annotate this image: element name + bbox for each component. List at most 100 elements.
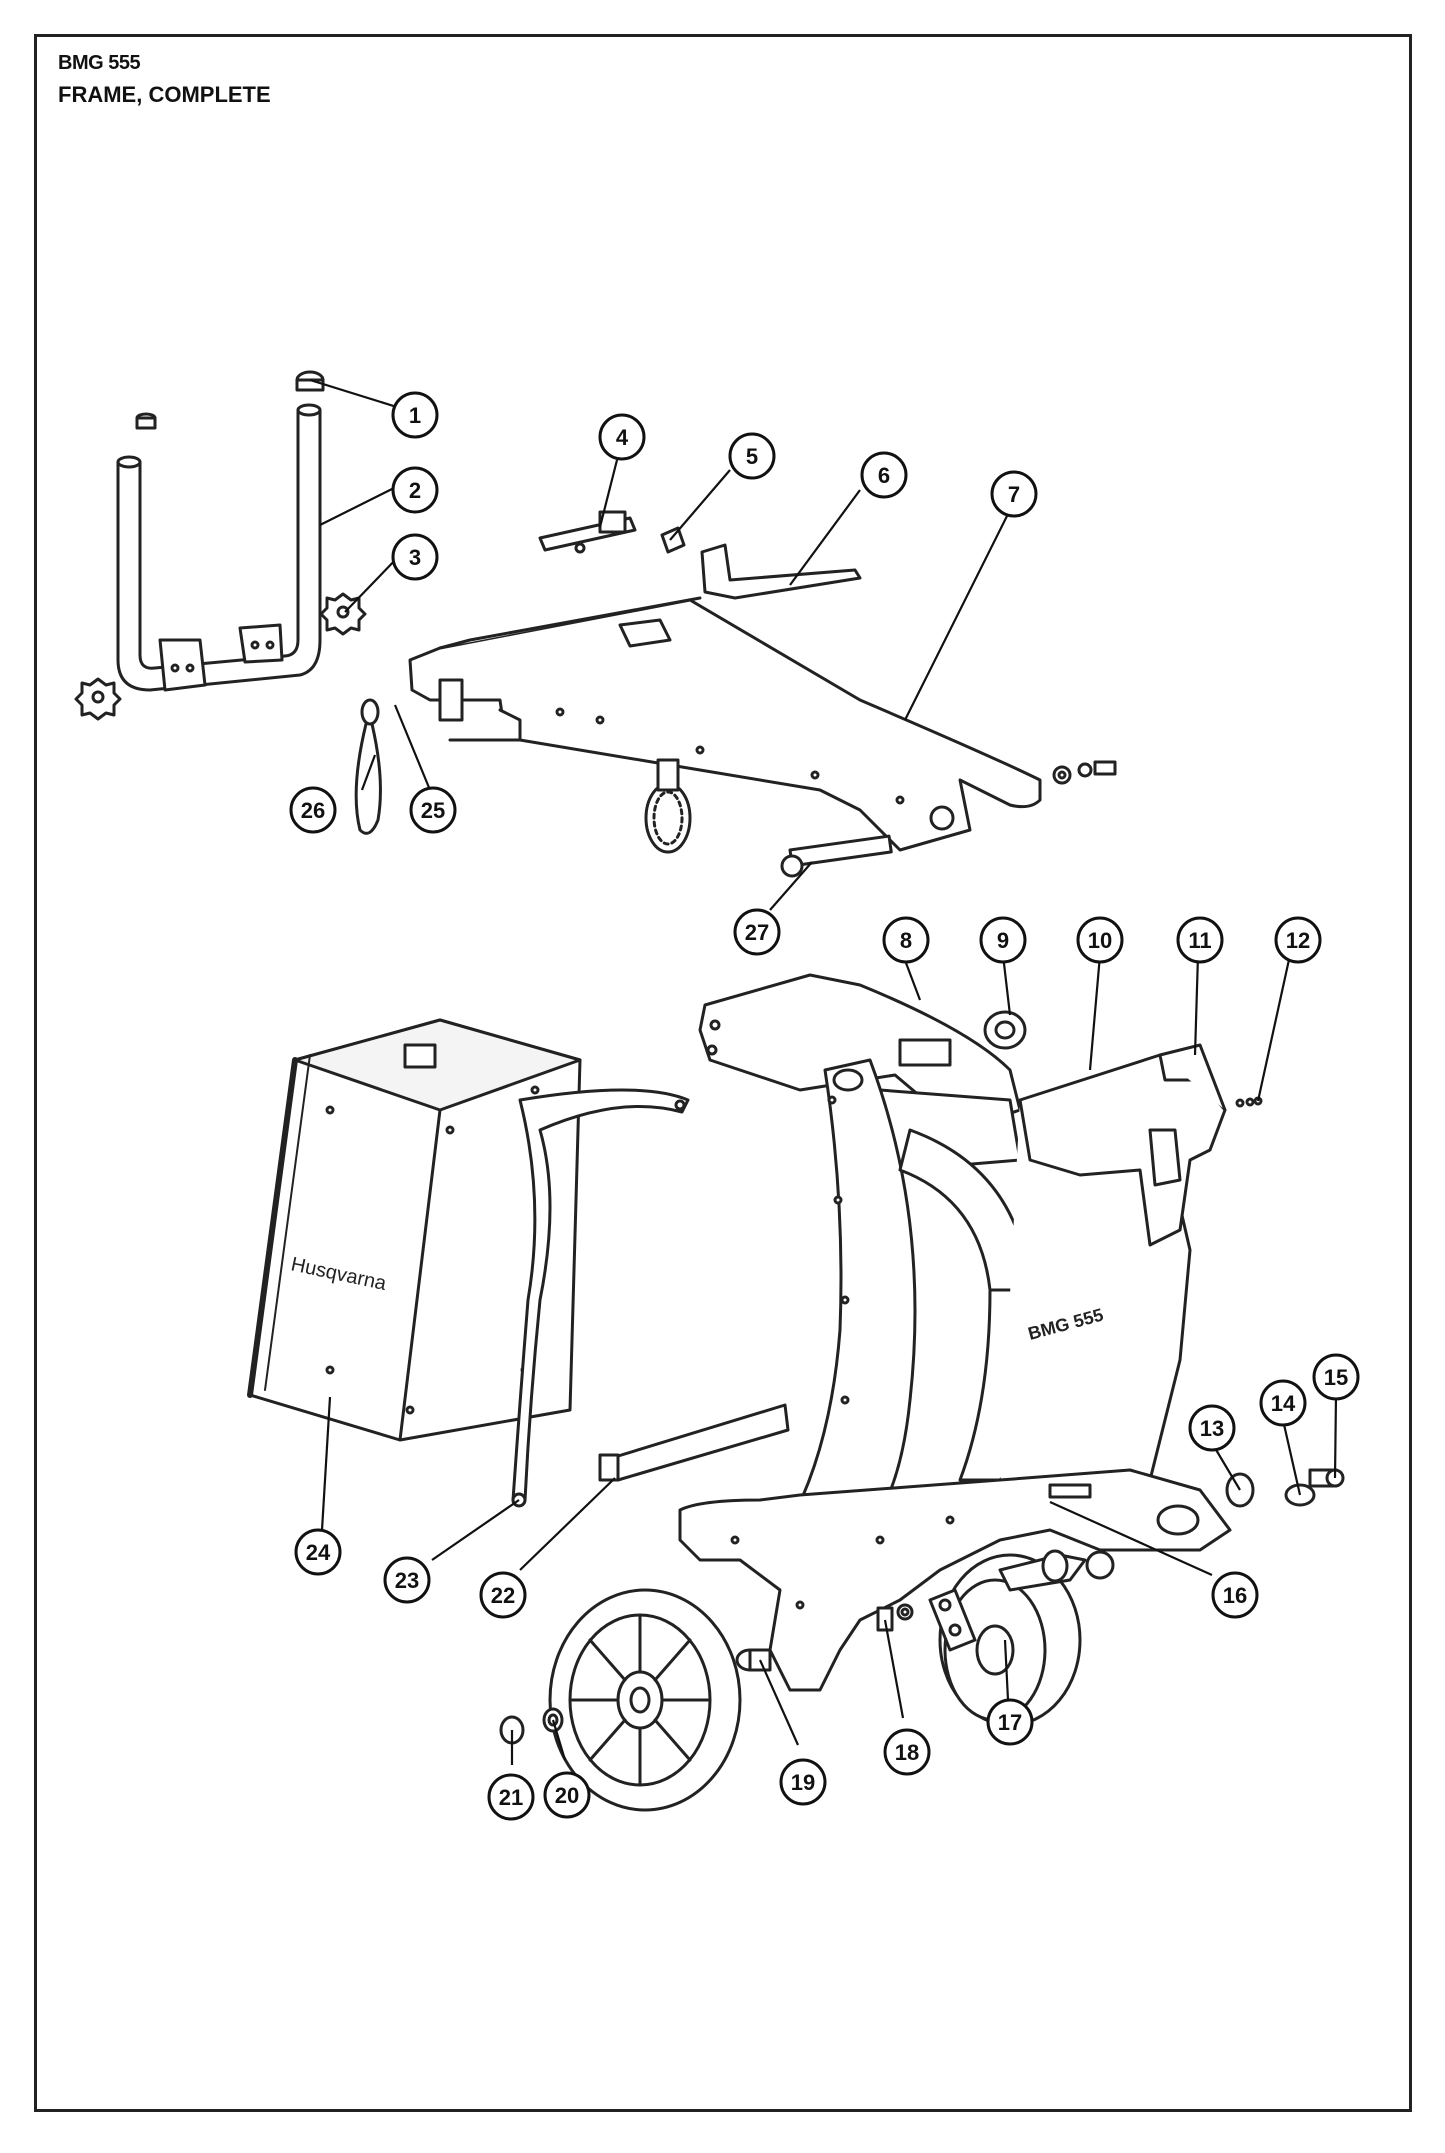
part-axle-stub	[735, 1648, 772, 1672]
callout-3: 3	[391, 533, 439, 581]
callout-1: 1	[391, 391, 439, 439]
callout-circle	[391, 533, 439, 581]
callout-circle	[294, 1528, 342, 1576]
callout-circle	[391, 466, 439, 514]
callout-label: 8	[900, 928, 912, 953]
callout-8: 8	[882, 916, 930, 964]
callout-12: 12	[1274, 916, 1322, 964]
callout-19: 19	[779, 1758, 827, 1806]
callout-16: 16	[1211, 1571, 1259, 1619]
callout-circle	[543, 1771, 591, 1819]
part-main-frame: BMG 555	[678, 1058, 1232, 1692]
callout-label: 17	[998, 1710, 1022, 1735]
callout-label: 7	[1008, 482, 1020, 507]
callout-circle	[1211, 1571, 1259, 1619]
callout-23: 23	[383, 1556, 431, 1604]
part-clip	[660, 526, 686, 554]
callout-25: 25	[409, 786, 457, 834]
part-pin	[780, 834, 893, 878]
callout-circle	[1076, 916, 1124, 964]
callout-label: 20	[555, 1783, 579, 1808]
callout-label: 11	[1188, 928, 1211, 953]
callout-4: 4	[598, 413, 646, 461]
callout-label: 1	[409, 403, 421, 428]
callout-label: 21	[499, 1785, 523, 1810]
callout-circle	[383, 1556, 431, 1604]
callout-circle	[409, 786, 457, 834]
callout-circle	[883, 1728, 931, 1776]
callout-circle	[1274, 916, 1322, 964]
part-washers	[1052, 760, 1117, 785]
callout-27: 27	[733, 908, 781, 956]
callout-label: 25	[421, 798, 445, 823]
part-latch	[538, 510, 637, 554]
callout-20: 20	[543, 1771, 591, 1819]
part-top-housing	[698, 973, 1022, 1172]
diagram-title: FRAME, COMPLETE	[58, 82, 271, 107]
part-guard-plate	[598, 1403, 790, 1482]
part-handle-bar	[116, 403, 322, 692]
callout-circle	[1312, 1353, 1360, 1401]
leader-lines	[309, 378, 1338, 1765]
part-front-wheel	[548, 1588, 742, 1812]
part-rear-wheel	[928, 1549, 1115, 1727]
callout-circle	[479, 1571, 527, 1619]
callout-21: 21	[487, 1773, 535, 1821]
callout-circle	[598, 413, 646, 461]
callout-label: 15	[1324, 1365, 1348, 1390]
callout-circle	[882, 916, 930, 964]
part-hose-clamp	[644, 758, 692, 854]
callout-label: 9	[997, 928, 1009, 953]
callout-13: 13	[1188, 1404, 1236, 1452]
part-bracket	[700, 543, 862, 600]
callout-label: 19	[791, 1770, 815, 1795]
part-cover-box: Husqvarna	[247, 1018, 582, 1442]
part-cable-loop	[354, 698, 382, 835]
part-shackle	[1225, 1468, 1345, 1508]
callout-label: 22	[491, 1583, 515, 1608]
callout-label: 6	[878, 463, 890, 488]
diagram-border	[34, 34, 1412, 2112]
callout-circle	[860, 451, 908, 499]
callout-2: 2	[391, 466, 439, 514]
callout-circle	[1176, 916, 1224, 964]
callout-label: 5	[746, 444, 758, 469]
callout-label: 13	[1200, 1416, 1224, 1441]
callout-label: 27	[745, 920, 769, 945]
callout-6: 6	[860, 451, 908, 499]
callout-circle	[1259, 1379, 1307, 1427]
part-star-knob-left	[74, 677, 122, 721]
callout-22: 22	[479, 1571, 527, 1619]
callout-circle	[986, 1698, 1034, 1746]
model-title: BMG 555	[58, 52, 141, 74]
callout-9: 9	[979, 916, 1027, 964]
callout-label: 2	[409, 478, 421, 503]
callout-circle	[728, 432, 776, 480]
callout-24: 24	[294, 1528, 342, 1576]
callout-11: 11	[1176, 916, 1224, 964]
callout-7: 7	[990, 470, 1038, 518]
callout-26: 26	[289, 786, 337, 834]
callout-label: 12	[1286, 928, 1310, 953]
callout-circle	[487, 1773, 535, 1821]
callout-label: 3	[409, 545, 421, 570]
callout-circle	[289, 786, 337, 834]
callout-label: 18	[895, 1740, 919, 1765]
callout-label: 10	[1088, 928, 1112, 953]
callout-circle	[391, 391, 439, 439]
callout-label: 24	[306, 1540, 331, 1565]
callout-label: 23	[395, 1568, 419, 1593]
callout-label: 4	[616, 425, 629, 450]
part-side-cover	[1018, 1043, 1227, 1247]
callout-5: 5	[728, 432, 776, 480]
callout-circle	[979, 916, 1027, 964]
callout-label: 14	[1271, 1391, 1296, 1416]
callout-circle	[779, 1758, 827, 1806]
callout-circle	[990, 470, 1038, 518]
part-bolt	[876, 1603, 914, 1632]
callout-label: 26	[301, 798, 325, 823]
callout-14: 14	[1259, 1379, 1307, 1427]
callout-circle	[733, 908, 781, 956]
